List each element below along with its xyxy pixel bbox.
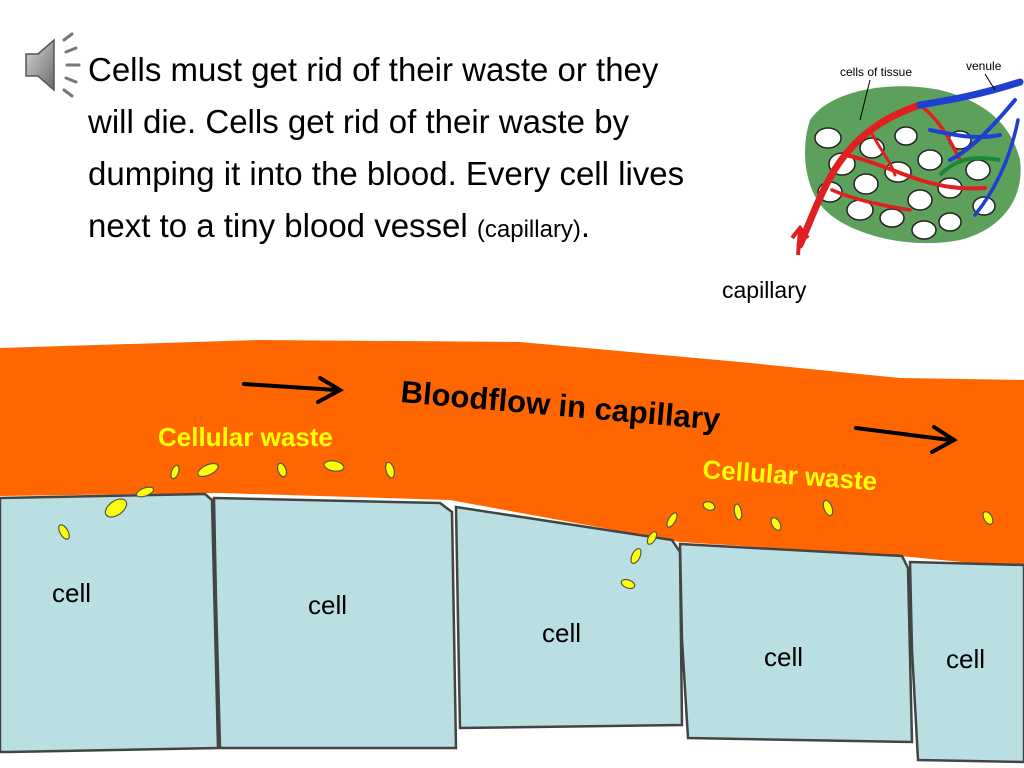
cell-1 — [0, 492, 220, 754]
cell-5 — [908, 560, 1024, 764]
venule-vessels — [916, 78, 1024, 217]
cell-label: cell — [308, 590, 347, 620]
cells-of-tissue-label: cells of tissue — [840, 65, 912, 79]
cell-2 — [212, 496, 458, 750]
lymph-vessel — [938, 156, 1001, 177]
cell-label: cell — [52, 578, 91, 608]
intro-capillary-term: (capillary) — [476, 216, 581, 244]
flow-arrow-right — [854, 425, 958, 454]
cell-label: cell — [542, 618, 581, 648]
intro-text: Cells must get rid of their waste or the… — [88, 51, 685, 245]
speaker-icon[interactable] — [20, 30, 90, 100]
arteriole-vessels — [796, 101, 987, 249]
intro-period: . — [580, 207, 591, 245]
flow-arrow-left — [242, 376, 345, 404]
cell-label: cell — [946, 644, 985, 674]
cell-label: cell — [764, 642, 803, 672]
intro-paragraph: Cells must get rid of their waste or the… — [88, 44, 698, 253]
thumbnail-caption: capillary — [722, 277, 807, 303]
capillary-band — [0, 340, 1024, 568]
cellular-waste-label-1: Cellular waste — [158, 422, 333, 452]
cell-3 — [454, 505, 684, 730]
venule-label: venule — [966, 60, 1002, 73]
capillary-network-illustration: cells of tissue venule — [790, 60, 1024, 256]
inflow-arrow — [790, 224, 810, 256]
waste-particles — [58, 460, 994, 590]
cell-4 — [678, 542, 914, 744]
